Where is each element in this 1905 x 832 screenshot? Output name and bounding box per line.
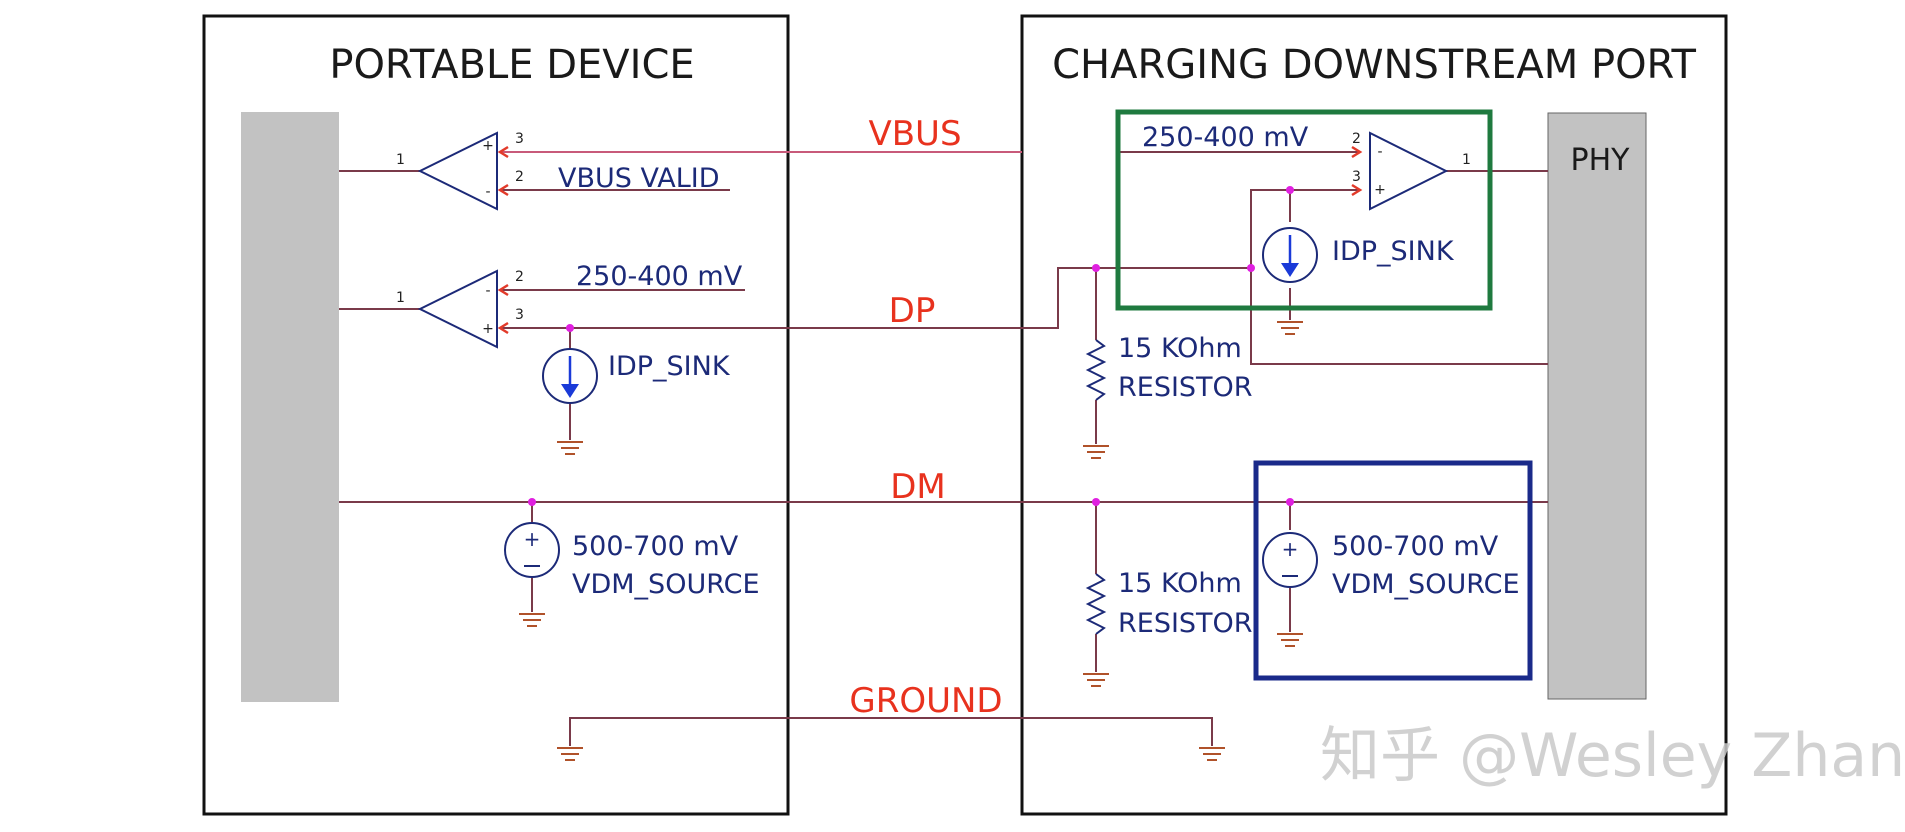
svg-text:+: +: [482, 138, 494, 154]
resistor-name-label: RESISTOR: [1118, 372, 1253, 403]
ground-symbol: [1082, 445, 1110, 459]
ground-symbol: [1198, 747, 1226, 761]
current-sink-icon: [1262, 227, 1318, 283]
watermark: 知乎 @Wesley Zhang: [1320, 721, 1905, 791]
ground-symbol: [556, 747, 584, 761]
comparator-dp-left: - +: [417, 269, 498, 349]
portable-device-box: [202, 14, 790, 816]
ground-symbol: [1276, 633, 1304, 647]
svg-text:+: +: [1282, 537, 1299, 561]
input-arrows: [497, 145, 1363, 335]
portable-device-title: PORTABLE DEVICE: [329, 42, 694, 88]
signal-label-ground: GROUND: [849, 681, 1002, 721]
svg-text:-: -: [1377, 144, 1382, 160]
resistor-value-label: 15 KOhm: [1118, 333, 1242, 364]
phy-block: [1547, 112, 1647, 700]
charging-port-box: [1020, 14, 1728, 816]
current-sink-icon: [542, 348, 598, 404]
ground-symbol: [1276, 321, 1304, 335]
vbus-valid-label: VBUS VALID: [558, 163, 720, 194]
svg-text:-: -: [485, 283, 490, 299]
vdm-source-label: VDM_SOURCE: [1332, 569, 1520, 600]
idp-sink-label: IDP_SINK: [608, 351, 731, 382]
ref-voltage-label: 250-400 mV: [1142, 122, 1309, 153]
device-connector-block: [241, 112, 339, 702]
pin-number: 2: [515, 269, 524, 285]
wires: [339, 151, 1548, 746]
junction-dots: [528, 186, 1294, 506]
pin-number: 3: [515, 131, 524, 147]
ground-symbol: [556, 441, 584, 455]
pin-number: 2: [1352, 131, 1361, 147]
pin-number: 3: [1352, 169, 1361, 185]
idp-sink-label: IDP_SINK: [1332, 236, 1455, 267]
vdm-voltage-label: 500-700 mV: [572, 531, 739, 562]
comparator-vbus-valid: + -: [417, 131, 498, 211]
dm-source-highlight: [1253, 460, 1533, 681]
vdm-voltage-label: 500-700 mV: [1332, 531, 1499, 562]
pin-number: 1: [396, 290, 405, 306]
signal-label-dm: DM: [890, 467, 946, 507]
pin-number: 1: [1462, 152, 1471, 168]
svg-text:-: -: [485, 184, 490, 200]
ground-symbol: [1082, 673, 1110, 687]
phy-label: PHY: [1571, 143, 1631, 178]
svg-text:+: +: [482, 321, 494, 337]
svg-text:+: +: [1374, 182, 1386, 198]
resistor-value-label: 15 KOhm: [1118, 568, 1242, 599]
vdm-source-label: VDM_SOURCE: [572, 569, 760, 600]
comparator-dp-right: - +: [1369, 131, 1449, 211]
resistor-name-label: RESISTOR: [1118, 608, 1253, 639]
signal-label-vbus: VBUS: [868, 114, 961, 154]
resistor-icon: [1085, 339, 1107, 401]
ref-voltage-label: 250-400 mV: [576, 261, 743, 292]
pin-number: 3: [515, 307, 524, 323]
pin-number: 2: [515, 169, 524, 185]
pin-number: 1: [396, 152, 405, 168]
ground-symbol: [518, 613, 546, 627]
charging-port-title: CHARGING DOWNSTREAM PORT: [1052, 42, 1696, 88]
voltage-source-icon: +: [504, 522, 560, 578]
signal-label-dp: DP: [889, 291, 936, 331]
voltage-source-icon: +: [1262, 532, 1318, 588]
dp-detect-highlight: [1115, 109, 1493, 311]
resistor-icon: [1085, 573, 1107, 635]
svg-text:+: +: [524, 527, 541, 551]
